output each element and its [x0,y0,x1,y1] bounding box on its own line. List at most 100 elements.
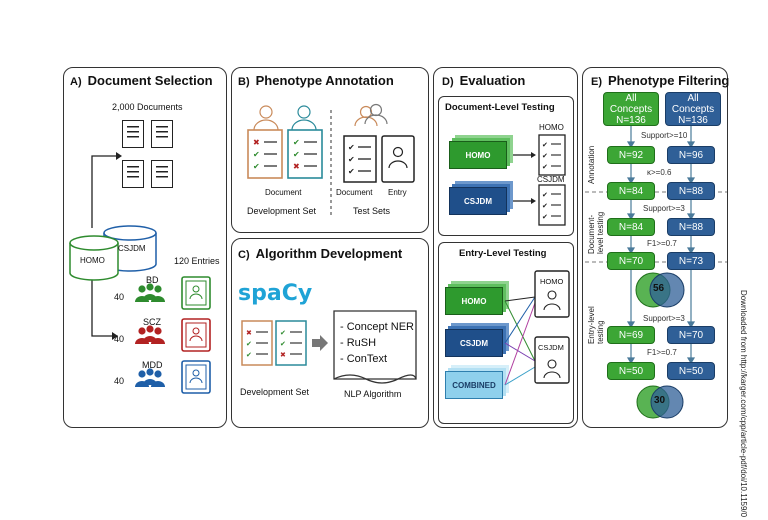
document-level-testing-box: Document-Level Testing HOMO CSJDM ✔ ✔ ✔ … [438,96,574,236]
test-sets-label: Test Sets [353,206,391,216]
panel-a-graphics [69,152,211,394]
document-icon [151,160,173,188]
document-level-title: Document-Level Testing [445,102,555,113]
mdd-label: MDD [142,360,163,370]
all-concepts-csjdm-box: All Concepts N=136 [665,92,721,126]
panel-b-graphics: ✖ ✔ ✔ ✔ ✔ ✖ ✔ ✔ ✔ [247,103,415,216]
svg-text:✔: ✔ [246,340,252,348]
panel-b-title: B)Phenotype Annotation [238,73,394,88]
entry-card-icon [381,135,415,183]
kappa-label: κ>=0.6 [647,168,672,177]
svg-text:✖: ✖ [280,351,286,359]
development-set-label: Development Set [240,387,310,397]
people-icon-bd [135,283,165,302]
entry-card-icon [534,336,570,384]
venn-overlap-count-2: 30 [654,395,666,406]
download-source-note: Downloaded from http://karger.com/cpp/ar… [739,290,748,518]
checklist-document-icon: ✔ ✔ ✔ [538,184,566,226]
annotated-document-icon: ✔ ✔ ✖ [275,320,307,366]
homo-database-icon [69,235,119,281]
annotated-document-icon: ✖ ✔ ✔ [247,129,283,179]
combined-entry-stack: COMBINED [445,371,503,399]
svg-text:✔: ✔ [293,138,300,147]
document-level-stage-label: Document-level testing [587,211,605,254]
panel-c-graphics: ✖ ✔ ✔ ✔ ✔ ✖ [241,310,417,384]
svg-text:✖: ✖ [293,162,300,171]
document-icon [122,120,144,148]
bd-count: 40 [114,292,125,302]
homo-count-box: N=50 [607,362,655,380]
csjdm-count-box: N=70 [667,326,715,344]
document-label: Document [265,188,302,197]
bd-label: BD [146,275,159,285]
homo-entry-stack: HOMO [445,287,503,315]
svg-text:✔: ✔ [253,162,260,171]
panel-phenotype-annotation: B)Phenotype Annotation ✖ ✔ ✔ ✔ ✔ ✖ [231,67,429,233]
development-set-label: Development Set [247,206,317,216]
panel-algorithm-development: C)Algorithm Development spaCy ✖ ✔ ✔ ✔ ✔ … [231,238,429,428]
nlp-item-concept-ner: - Concept NER [340,321,414,333]
svg-text:✖: ✖ [253,138,260,147]
document-label-test: Document [336,188,373,197]
entry-card-icon-bd [181,276,211,310]
doc-count-label: 2,000 Documents [112,102,183,112]
panel-e-title: E)Phenotype Filtering [591,73,730,88]
annotator-icon [291,105,317,131]
panel-phenotype-filtering: E)Phenotype Filtering All Concepts N= [582,67,730,428]
venn-diagram-1 [635,272,685,308]
homo-count-box: N=84 [607,182,655,200]
svg-text:✔: ✔ [542,141,548,149]
csjdm-count-box: N=88 [667,182,715,200]
entry-level-testing-box: Entry-Level Testing HOMO CSJDM COMBINED … [438,242,574,424]
annotation-stage-label: Annotation [587,145,596,184]
entry-label: Entry [388,188,407,197]
doc-level-graphics: ✔ ✔ ✔ ✔ ✔ ✔ [513,134,566,226]
homo-count-box: N=70 [607,252,655,270]
nlp-item-rush: - RuSH [340,337,377,349]
svg-text:✔: ✔ [280,329,286,337]
nlp-algorithm-label: NLP Algorithm [344,389,402,399]
document-icon [151,120,173,148]
entry-card-icon-mdd [181,360,211,394]
document-icon [122,160,144,188]
annotator-icon [354,105,378,127]
checklist-document-icon: ✔ ✔ ✔ [538,134,566,176]
entry-card-icon-scz [181,318,211,352]
svg-text:✖: ✖ [246,329,252,337]
panel-c-title: C)Algorithm Development [238,246,403,261]
f1-label-2: F1>=0.7 [647,348,677,357]
homo-document-stack: HOMO [449,141,507,169]
csjdm-entry-output-label: CSJDM [538,343,564,352]
csjdm-count-box: N=88 [667,218,715,236]
panel-d-title: D)Evaluation [442,73,526,88]
svg-text:✔: ✔ [348,143,355,152]
mdd-count: 40 [114,376,125,386]
annotator-icon [253,105,279,131]
f1-label: F1>=0.7 [647,239,677,248]
csjdm-entry-stack: CSJDM [445,329,503,357]
people-icon-scz [135,325,165,344]
scz-count: 40 [114,334,125,344]
csjdm-db-label: CSJDM [118,244,146,253]
entry-card-icon [534,270,570,318]
svg-text:✔: ✔ [542,191,548,199]
panel-evaluation: D)Evaluation Document-Level Testing HOMO… [433,67,578,428]
panel-e-graphics [585,126,727,419]
panel-document-selection: A)Document Selection 2,000 Documents [63,67,227,428]
svg-text:✔: ✔ [348,155,355,164]
homo-count-box: N=92 [607,146,655,164]
algorithm-document-icon [333,310,417,384]
support3-label: Support>=3 [643,204,685,213]
svg-text:✔: ✔ [246,351,252,359]
entry-level-stage-label: Entry-level testing [587,306,605,344]
nlp-item-context: - ConText [340,353,388,365]
homo-count-box: N=84 [607,218,655,236]
csjdm-document-stack: CSJDM [449,187,507,215]
svg-text:✔: ✔ [542,202,548,210]
csjdm-count-box: N=96 [667,146,715,164]
entry-level-graphics [504,270,570,386]
svg-text:✔: ✔ [253,150,260,159]
svg-text:✔: ✔ [542,163,548,171]
arrow-right-icon [312,335,328,351]
scz-label: SCZ [143,317,161,327]
